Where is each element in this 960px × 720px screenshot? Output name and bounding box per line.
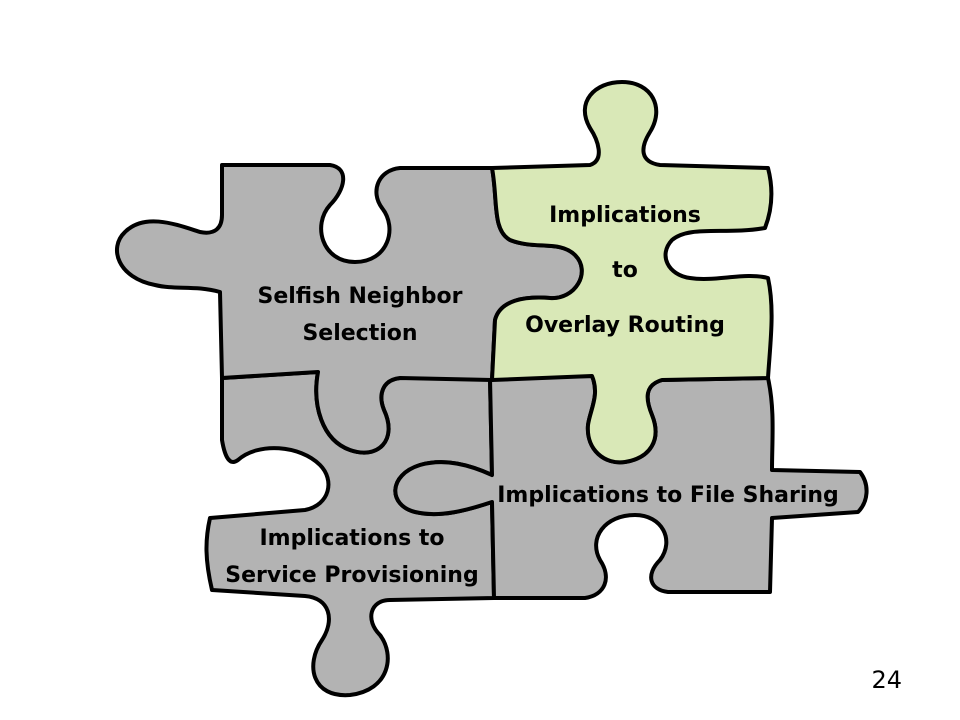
service-provisioning-label-line2: Service Provisioning bbox=[225, 563, 478, 588]
puzzle-piece-overlay-routing bbox=[490, 80, 774, 465]
selfish-neighbor-label-line1: Selfish Neighbor bbox=[257, 284, 462, 309]
overlay-routing-label-line3: Overlay Routing bbox=[525, 313, 725, 338]
file-sharing-label: Implications to File Sharing bbox=[497, 483, 839, 508]
selfish-neighbor-label-line2: Selection bbox=[302, 321, 417, 346]
service-provisioning-label-line1: Implications to bbox=[259, 526, 444, 551]
overlay-routing-label-line2: to bbox=[612, 258, 638, 283]
overlay-routing-label-line1: Implications bbox=[549, 203, 701, 228]
page-number: 24 bbox=[871, 666, 902, 694]
